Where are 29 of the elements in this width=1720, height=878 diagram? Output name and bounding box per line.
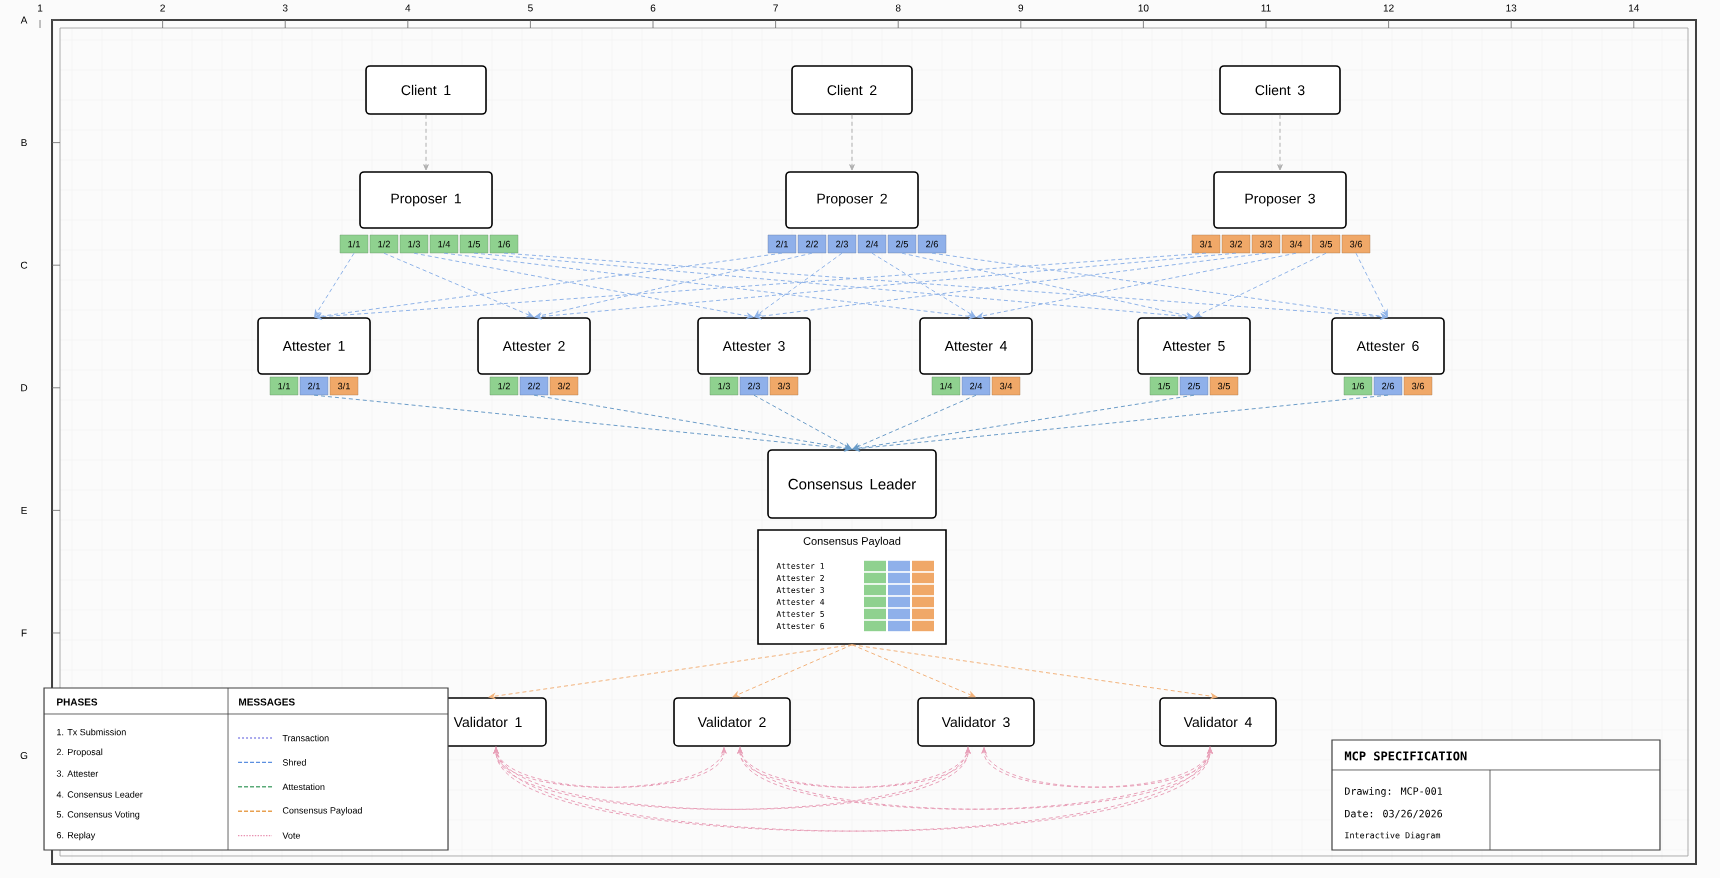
arrow — [413, 252, 754, 319]
arrow — [931, 252, 1388, 320]
arrow — [852, 394, 977, 450]
arrow — [754, 252, 843, 317]
arrow — [503, 252, 1388, 320]
arrow — [1355, 252, 1388, 317]
arrow — [1194, 252, 1327, 318]
arrow — [901, 252, 1194, 319]
arrow — [851, 644, 976, 698]
arrow — [754, 252, 1267, 320]
arrow — [314, 252, 1207, 320]
arrow — [534, 252, 813, 319]
arrow — [533, 394, 852, 451]
arrow — [423, 114, 429, 171]
arrow — [1277, 114, 1283, 171]
arrow — [849, 114, 855, 171]
arrow — [443, 252, 976, 320]
arrow — [852, 394, 1195, 451]
arrow — [314, 252, 355, 317]
arrow — [852, 394, 1389, 452]
arrow — [732, 644, 853, 698]
arrow — [488, 644, 853, 700]
arrow — [871, 252, 976, 318]
arrow — [313, 394, 852, 452]
arrow — [851, 644, 1218, 700]
arrow — [753, 394, 852, 450]
arrow — [976, 252, 1297, 319]
arrow — [314, 252, 783, 320]
arrow — [383, 252, 534, 318]
